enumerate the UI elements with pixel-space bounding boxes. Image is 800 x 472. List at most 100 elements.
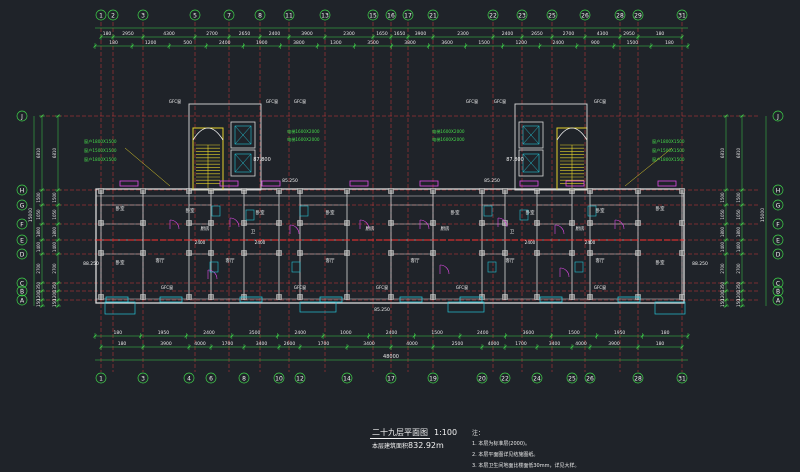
top-dim-chain-1-slash bbox=[406, 35, 410, 39]
left-dim-chain-2-value: 1050 bbox=[52, 209, 57, 220]
grid-bubble bbox=[772, 234, 784, 246]
corridor-dimension: 2400 bbox=[525, 240, 536, 245]
left-dim-chain-slash bbox=[40, 203, 44, 207]
bottom-dim-chain-2-value: 2500 bbox=[452, 341, 464, 347]
top-dim-chain-1-slash bbox=[371, 35, 375, 39]
bottom-dim-chain-2-slash bbox=[141, 345, 145, 349]
grid-number-bottom: 14 bbox=[343, 376, 351, 383]
grid-number-bottom: 12 bbox=[296, 376, 304, 383]
grid-bubble bbox=[614, 9, 626, 21]
leader-line bbox=[124, 147, 171, 187]
plumbing-fixture bbox=[483, 205, 493, 217]
bottom-dim-chain-2-slash bbox=[570, 345, 574, 349]
right-dim-chain-value: 6810 bbox=[736, 147, 741, 158]
bottom-dim-chain-2-slash bbox=[535, 345, 539, 349]
door-swing bbox=[497, 217, 508, 228]
bottom-dim-chain-1-value: 180 bbox=[114, 330, 123, 336]
room-label-bath: 卫 bbox=[251, 229, 256, 235]
grid-bubble bbox=[772, 218, 784, 230]
window-bottom bbox=[159, 296, 183, 303]
top-dim-chain-2-slash bbox=[575, 44, 579, 48]
left-dim-chain-2-slash bbox=[56, 252, 60, 256]
top-dim-chain-2-slash bbox=[500, 44, 505, 48]
bottom-dim-chain-2-value: 1700 bbox=[318, 341, 330, 347]
elevation-floor-left: 85.250 bbox=[282, 178, 298, 184]
grid-bubble bbox=[16, 184, 28, 196]
title-underline bbox=[370, 438, 430, 439]
plumbing-fixture bbox=[291, 261, 301, 273]
bottom-dim-chain-2-slash bbox=[277, 345, 281, 349]
grid-number-top: 17 bbox=[404, 13, 412, 20]
balcony bbox=[447, 301, 485, 313]
grid-number-top: 23 bbox=[518, 13, 526, 20]
plumbing-fixture bbox=[299, 205, 309, 217]
bottom-dim-chain-1-value: 2400 bbox=[203, 330, 215, 336]
left-dim-chain-2-slash bbox=[56, 238, 60, 242]
bottom-dim-chain-2-slash bbox=[636, 345, 640, 349]
top-dim-chain-2-slash bbox=[241, 44, 246, 48]
plumbing-fixture bbox=[487, 261, 497, 273]
grid-letter-right: D bbox=[776, 251, 781, 258]
bottom-dim-chain-2-slash bbox=[99, 345, 103, 349]
left-dim-chain-2-slash bbox=[56, 298, 60, 302]
room-label-bedroom: 卧室 bbox=[256, 209, 265, 216]
top-dim-chain-1-slash bbox=[491, 35, 495, 39]
bottom-dim-chain-2-value: 3900 bbox=[608, 341, 620, 347]
bottom-dim-chain-1-slash bbox=[138, 334, 143, 338]
top-dim-chain-1-value: 2950 bbox=[122, 31, 134, 37]
window-tag-bottom: GFC窗 bbox=[456, 284, 468, 290]
top-dim-chain-2-value: 3600 bbox=[441, 40, 453, 46]
balcony bbox=[299, 301, 337, 313]
bottom-dim-chain-1-slash bbox=[640, 334, 645, 338]
elevator-car bbox=[522, 125, 540, 145]
bottom-dim-chain-1-slash bbox=[230, 334, 234, 338]
top-dim-chain-2-value: 3800 bbox=[404, 40, 416, 46]
left-dim-chain-value: 2700 bbox=[36, 263, 41, 274]
window-bottom bbox=[539, 296, 563, 303]
grid-bubble bbox=[137, 372, 149, 384]
room-label-kitchen: 厨房 bbox=[441, 225, 450, 232]
top-dim-chain-2-slash bbox=[686, 44, 690, 48]
room-label-bedroom: 卧室 bbox=[596, 207, 605, 214]
left-dim-chain-2-value: 1500 bbox=[52, 192, 57, 203]
top-dim-chain-1-slash bbox=[550, 35, 554, 39]
grid-bubble bbox=[16, 110, 28, 122]
top-dim-chain-2-slash bbox=[612, 44, 616, 48]
grid-bubble bbox=[676, 372, 688, 384]
top-dim-chain-2-slash bbox=[130, 44, 134, 48]
stair-arch bbox=[556, 127, 588, 141]
grid-letter-left: F bbox=[20, 221, 24, 228]
room-label-bedroom: 卧室 bbox=[656, 205, 665, 212]
grid-bubble bbox=[516, 9, 528, 21]
window-tag-bottom: GFC窗 bbox=[294, 284, 306, 290]
elevator-shaft bbox=[230, 149, 256, 177]
top-dim-chain-1-value: 2650 bbox=[531, 31, 543, 37]
grid-letter-left: G bbox=[20, 202, 25, 209]
grid-bubble bbox=[772, 199, 784, 211]
right-dim-chain-2-value: 1350 bbox=[720, 281, 725, 292]
right-dim-chain-2-value: 2700 bbox=[720, 263, 725, 274]
right-dim-chain-value: 1200 bbox=[736, 290, 741, 301]
grid-number-bottom: 22 bbox=[501, 376, 509, 383]
grid-bubble bbox=[183, 372, 195, 384]
bottom-dim-chain-2-slash bbox=[480, 345, 484, 349]
grid-number-top: 31 bbox=[678, 13, 686, 20]
right-dim-chain-slash bbox=[740, 188, 744, 192]
grid-bubble bbox=[402, 9, 414, 21]
top-dim-chain-1-value: 180 bbox=[103, 31, 112, 37]
right-dim-chain-2-value: 6810 bbox=[720, 147, 725, 158]
bottom-dim-chain-2-value: 4000 bbox=[488, 341, 500, 347]
top-dim-chain-2-value: 1500 bbox=[478, 40, 490, 46]
window-note-right: 窗户1800X1500 bbox=[652, 156, 685, 163]
right-dim-chain-slash bbox=[740, 252, 744, 256]
grid-bubble bbox=[427, 372, 439, 384]
room-label-bedroom: 卧室 bbox=[656, 259, 665, 266]
grid-letter-right: J bbox=[776, 113, 779, 120]
grid-bubble bbox=[16, 234, 28, 246]
core-enclosure bbox=[188, 103, 262, 191]
bottom-dim-chain-2-value: 3400 bbox=[363, 341, 375, 347]
right-dim-chain-slash bbox=[740, 289, 744, 293]
window-top bbox=[261, 180, 281, 187]
left-dim-chain-2-value: 1200 bbox=[52, 290, 57, 301]
elevator-note-right: 电梯1600X2000 bbox=[432, 128, 465, 135]
